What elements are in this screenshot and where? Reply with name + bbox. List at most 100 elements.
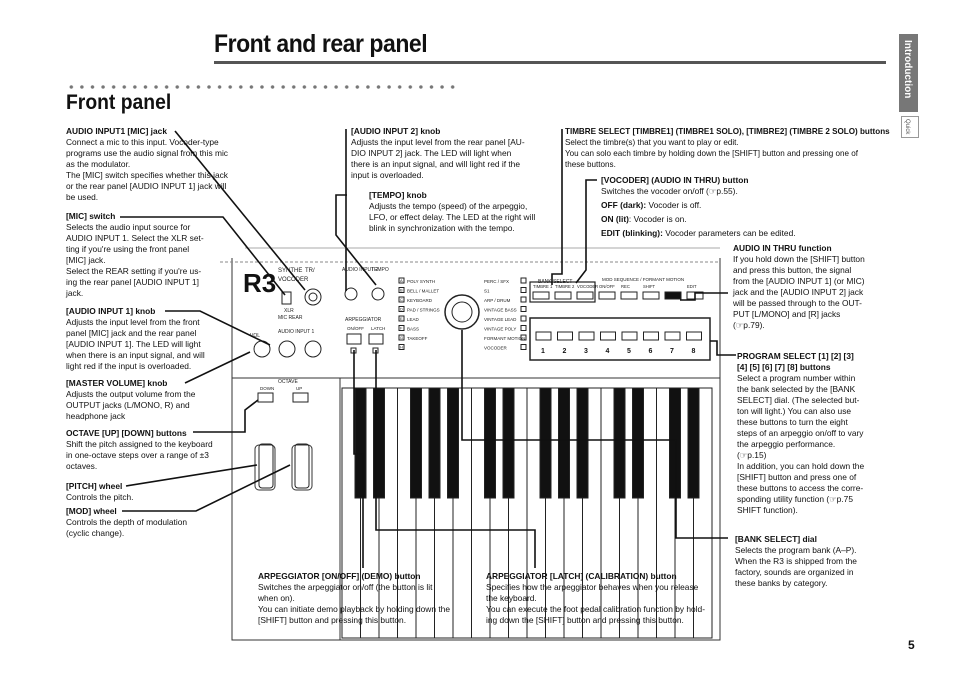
vocoder-edit-label: EDIT (blinking): — [601, 228, 663, 238]
row1-button-icon — [598, 291, 616, 300]
callout-line: these buttons. — [565, 160, 616, 169]
program-button-icon — [686, 331, 702, 341]
callout-line: the keyboard. — [486, 593, 537, 603]
row1-button-icon — [664, 291, 682, 300]
callout-line: (☞p.79). — [733, 320, 765, 330]
callout-line: Adjusts the input level from the front — [66, 317, 200, 327]
callout-heading: [TEMPO] knob — [369, 190, 427, 200]
mic-label: MIC REAR — [278, 315, 303, 321]
callout-heading: [AUDIO INPUT 2] knob — [351, 126, 441, 136]
callout-line: OUTPUT jacks (L/MONO, R) and — [66, 400, 190, 410]
callout-line: input is overloaded. — [351, 170, 424, 180]
row1-button-icon — [642, 291, 660, 300]
callout-line: sponding utility function (☞p.75 — [737, 494, 853, 504]
octave-label: OCTAVE — [278, 379, 298, 385]
black-key — [669, 387, 681, 499]
callout-line: In addition, you can hold down the — [737, 461, 865, 471]
callout-line: Controls the depth of modulation — [66, 517, 188, 527]
ai2-label: AUDIO INPUT 2 — [342, 267, 379, 273]
bank-name-right: VINTAGE POLY — [484, 327, 516, 332]
callout-heading: ARPEGGIATOR [LATCH] (CALIBRATION) button — [486, 571, 677, 581]
row1-button-label: TIMBRE 1 — [533, 284, 553, 289]
down-label: DOWN — [260, 386, 274, 391]
bank-letter-box — [398, 277, 405, 284]
program-button-icon — [664, 331, 681, 341]
callout-line: If you hold down the [SHIFT] button — [733, 254, 865, 264]
black-key — [539, 387, 552, 499]
callout-line: You can solo each timbre by holding down… — [565, 149, 859, 158]
callout-line: as the modulator. — [66, 159, 131, 169]
callout-line: steps of an arpeggio on/off to vary — [737, 428, 864, 438]
program-button-icon — [621, 331, 638, 341]
row1-button-icon — [532, 291, 550, 300]
black-key — [687, 387, 700, 499]
program-number: 2 — [563, 348, 567, 355]
callout-mod: [MOD] wheel Controls the depth of modula… — [66, 506, 256, 539]
callout-tempo: [TEMPO] knob Adjusts the tempo (speed) o… — [369, 190, 559, 234]
black-key — [373, 387, 385, 499]
tempo-knob-icon — [371, 287, 385, 301]
callout-line: PUT [L/MONO] and [R] jacks — [733, 309, 841, 319]
callout-heading: TIMBRE SELECT [TIMBRE1] (TIMBRE1 SOLO), … — [565, 127, 890, 136]
callout-line: Select the timbre(s) that you want to pl… — [565, 138, 739, 147]
callout-line: from the [AUDIO INPUT 1] (or MIC) — [733, 276, 865, 286]
bank-letter: H — [400, 345, 403, 350]
callout-audio-input1-jack: AUDIO INPUT1 [MIC] jack Connect a mic to… — [66, 126, 306, 203]
bank-name-left: KEYBOARD — [407, 298, 433, 303]
dotted-divider — [66, 84, 458, 90]
side-tab-introduction[interactable]: Introduction — [899, 34, 918, 112]
program-button-icon — [578, 331, 595, 341]
side-tab-quick[interactable]: Quick — [901, 116, 919, 138]
bank-name-left: TAKEOFF — [407, 336, 428, 341]
black-key — [576, 387, 589, 499]
callout-heading: PROGRAM SELECT [1] [2] [3] — [737, 351, 854, 361]
callout-heading: [4] [5] [6] [7] [8] buttons — [737, 362, 831, 372]
callout-timbre-select: TIMBRE SELECT [TIMBRE1] (TIMBRE1 SOLO), … — [565, 126, 895, 170]
black-key — [502, 387, 515, 499]
bank-letter-box — [398, 287, 405, 293]
vol-label: VOL — [250, 333, 260, 339]
bank-name-left: BASS — [407, 327, 419, 332]
mod-wheel-icon — [294, 443, 310, 489]
callout-line: The [MIC] switch specifies whether this … — [66, 170, 228, 180]
callout-line: Specifies how the arpeggiator behaves wh… — [486, 582, 699, 592]
row1-button-label: ON/OFF — [599, 284, 615, 289]
callout-line: Shift the pitch assigned to the keyboard — [66, 439, 213, 449]
callout-line: be used. — [66, 192, 99, 202]
callout-audio-input2-knob: [AUDIO INPUT 2] knob Adjusts the input l… — [351, 126, 551, 181]
row1-button-label: EDIT — [687, 284, 697, 289]
bank-letter-box-right — [520, 325, 527, 331]
program-number: 3 — [584, 348, 588, 355]
bank-name-left: PAD / STRINGS — [407, 308, 440, 313]
black-key — [410, 387, 422, 499]
bank-letter: F — [400, 326, 403, 331]
callout-line: [SHIFT] button and press one of — [737, 472, 857, 482]
timbre-select-frame — [529, 281, 596, 303]
callout-line: jack and the [AUDIO INPUT 2] jack — [733, 287, 864, 297]
bank-letter: C — [400, 297, 403, 302]
callout-line: [SHIFT] button and pressing this button. — [258, 615, 407, 625]
bank-letter-box — [398, 315, 405, 322]
bank-name-left: BELL / MALLET — [407, 289, 439, 294]
callout-mic-switch: [MIC] switch Selects the audio input sou… — [66, 211, 256, 299]
bank-letter-box — [398, 296, 405, 303]
callout-line: blink in synchronization with the tempo. — [369, 223, 515, 233]
callout-bank-select: [BANK SELECT] dial Selects the program b… — [735, 534, 885, 589]
program-number: 8 — [692, 348, 696, 355]
black-key — [354, 387, 367, 499]
callout-line: Selects the audio input source for — [66, 222, 191, 232]
bank-letter: B — [400, 288, 403, 293]
bank-letter-box-right — [520, 277, 527, 284]
callout-line: programs use the audio signal from this … — [66, 148, 228, 158]
callout-audio-input1-knob: [AUDIO INPUT 1] knob Adjusts the input l… — [66, 306, 256, 372]
mic-jack-icon — [304, 288, 322, 306]
bank-name-left: POLY SYNTH — [407, 279, 435, 284]
callout-line: When the R3 is shipped from the — [735, 556, 857, 566]
callout-line: AUDIO INPUT 1. Select the XLR set- — [66, 233, 204, 243]
program-number: 7 — [670, 348, 674, 355]
callout-line: You can execute the foot pedal calibrati… — [486, 604, 705, 614]
callout-heading: [MASTER VOLUME] knob — [66, 378, 168, 388]
callout-line: headphone jack — [66, 411, 126, 421]
bank-name-right: PERC / SFX — [484, 279, 509, 284]
program-number: 5 — [627, 348, 631, 355]
